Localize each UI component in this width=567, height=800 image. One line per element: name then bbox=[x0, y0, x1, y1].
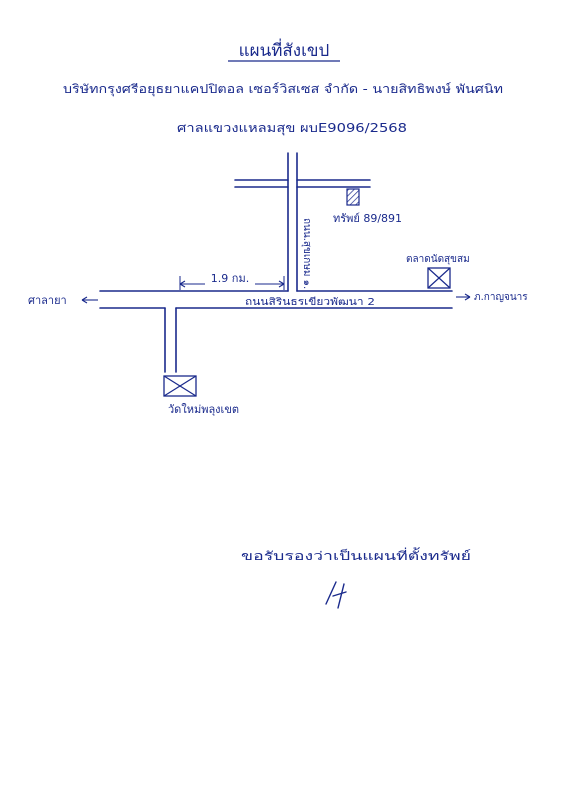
property-label: ทรัพย์ 89/891 bbox=[333, 212, 402, 225]
right-destination: ภ.กาญจนาร bbox=[474, 292, 528, 303]
property-marker bbox=[346, 188, 360, 206]
case-line: ศาลแขวงแหลมสุข ผบE9096/2568 bbox=[177, 121, 407, 136]
left-destination: ศาลายา bbox=[28, 294, 67, 307]
market-marker bbox=[427, 267, 451, 289]
road-network bbox=[99, 152, 453, 373]
signature-mark bbox=[325, 581, 347, 609]
market-marker-cross bbox=[427, 267, 451, 289]
market-label: ตลาดนัดสุขสม bbox=[406, 254, 470, 265]
map-title: แผนที่สังเขป bbox=[239, 38, 330, 61]
distance-label: 1.9 กม. bbox=[211, 272, 249, 285]
temple-marker bbox=[163, 375, 197, 397]
temple-marker-cross bbox=[163, 375, 197, 397]
parties-line: บริษัทกรุงศรีอยุธยาแคปปิตอล เซอร์วิสเซส … bbox=[63, 82, 503, 97]
soi-label: ถนน.สุขเกษม ๑. bbox=[301, 218, 312, 289]
certification-text: ขอรับรองว่าเป็นแผนที่ตั้งทรัพย์ bbox=[241, 547, 471, 563]
temple-label: วัดใหม่พลุงเขต bbox=[168, 403, 239, 416]
main-road-label: ถนนสิรินธรเขียวพัฒนา 2 bbox=[245, 296, 375, 308]
